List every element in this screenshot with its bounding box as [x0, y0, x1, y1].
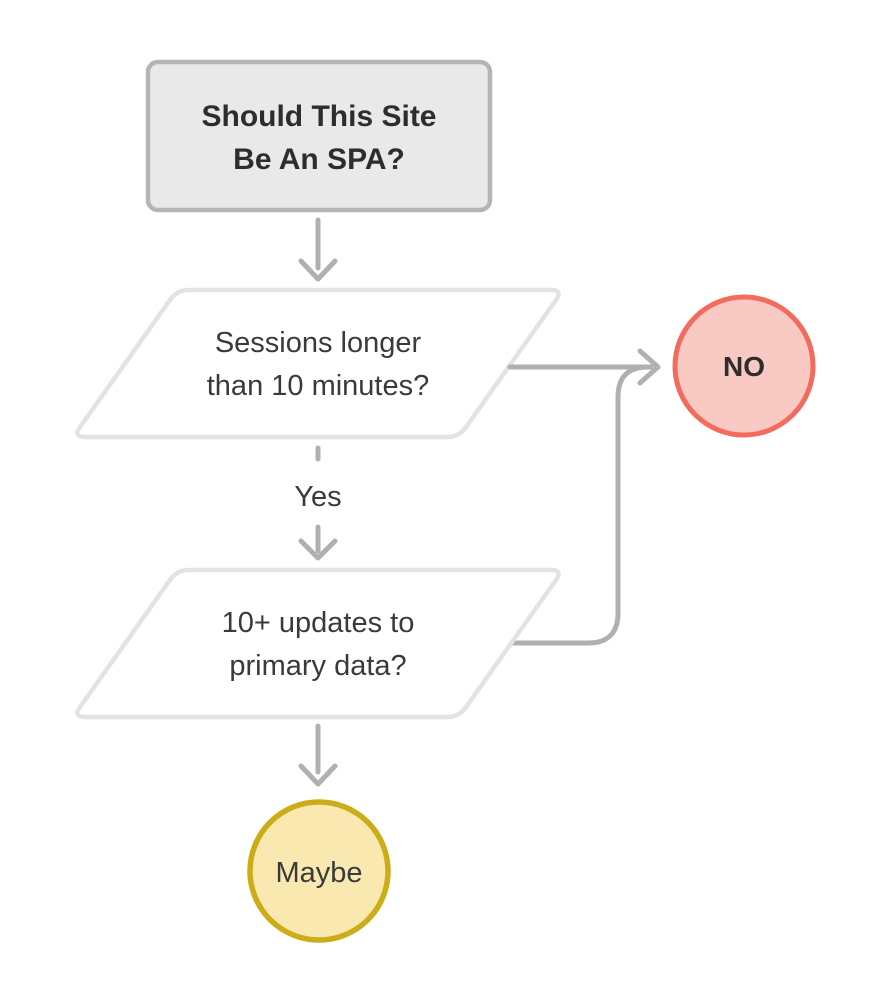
question2-shape	[75, 567, 561, 720]
connector-question2-to-no	[509, 364, 651, 646]
yes-edge-head-icon	[298, 538, 338, 561]
arrow-question1-to-no-head-icon	[637, 348, 661, 386]
maybe-terminal-circle	[247, 799, 391, 943]
yes-edge-label: Yes	[294, 481, 341, 513]
question1-label-line1: Sessions longer	[215, 327, 422, 359]
question1-node: Sessions longer than 10 minutes?	[75, 287, 561, 440]
arrow-question2-to-maybe-head-icon	[298, 763, 338, 787]
question1-shape	[75, 287, 561, 440]
arrow-start-to-question1	[298, 217, 338, 282]
start-node-label-line1: Should This Site	[201, 100, 436, 133]
question2-label-line1: 10+ updates to	[222, 607, 415, 639]
start-node-box	[145, 59, 493, 213]
no-terminal-node: NO	[672, 294, 816, 438]
maybe-terminal-node: Maybe	[247, 799, 391, 943]
start-node-label-line2: Be An SPA?	[233, 143, 405, 176]
no-terminal-circle	[672, 294, 816, 438]
no-terminal-label: NO	[723, 351, 765, 382]
arrow-start-to-question1-head-icon	[298, 258, 338, 282]
question2-label-line2: primary data?	[229, 650, 406, 682]
arrow-question1-to-no	[507, 348, 661, 386]
question2-node: 10+ updates to primary data?	[75, 567, 561, 720]
maybe-terminal-label: Maybe	[275, 857, 362, 889]
arrow-question2-to-maybe	[298, 723, 338, 787]
question1-label-line2: than 10 minutes?	[207, 370, 429, 402]
start-node: Should This Site Be An SPA?	[145, 59, 493, 213]
yes-edge: Yes	[294, 445, 342, 561]
